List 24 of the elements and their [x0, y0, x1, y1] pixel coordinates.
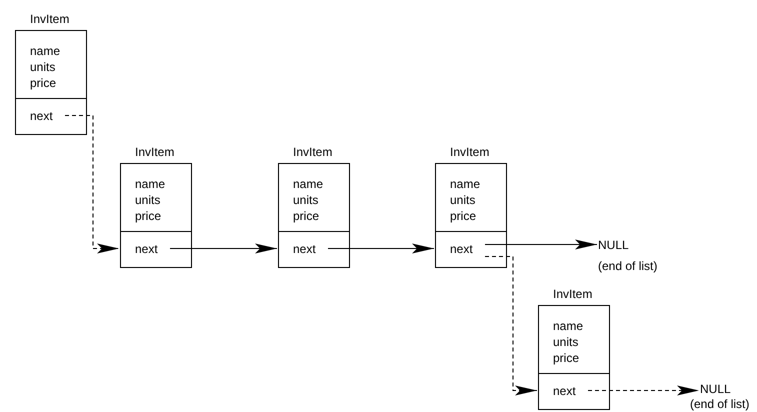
pointer-field: next [450, 241, 473, 257]
note: (end of list) [598, 259, 658, 273]
pointer-field: next [293, 241, 316, 257]
field-list: name units price [293, 176, 333, 224]
struct-name: InvItem [450, 144, 490, 161]
struct-name: InvItem [135, 144, 174, 161]
field-list: name units price [135, 176, 175, 224]
null-label: NULL [700, 381, 731, 397]
field-list: name units price [450, 176, 490, 224]
field-list: name units price [553, 318, 593, 366]
struct-name: InvItem [30, 11, 70, 28]
pointer-arrow [484, 256, 538, 396]
pointer-arrow [328, 244, 434, 254]
struct-name: InvItem [293, 144, 332, 161]
null-label: NULL [598, 237, 629, 253]
field-list: name units price [30, 43, 70, 91]
pointer-arrow [588, 386, 700, 396]
pointer-arrow [484, 240, 598, 250]
pointer-field: next [135, 241, 158, 257]
pointer-field: next [553, 383, 576, 399]
struct-name: InvItem [553, 286, 592, 303]
note: (end of list) [690, 397, 750, 411]
pointer-field: next [30, 108, 53, 124]
pointer-arrow [170, 244, 278, 254]
